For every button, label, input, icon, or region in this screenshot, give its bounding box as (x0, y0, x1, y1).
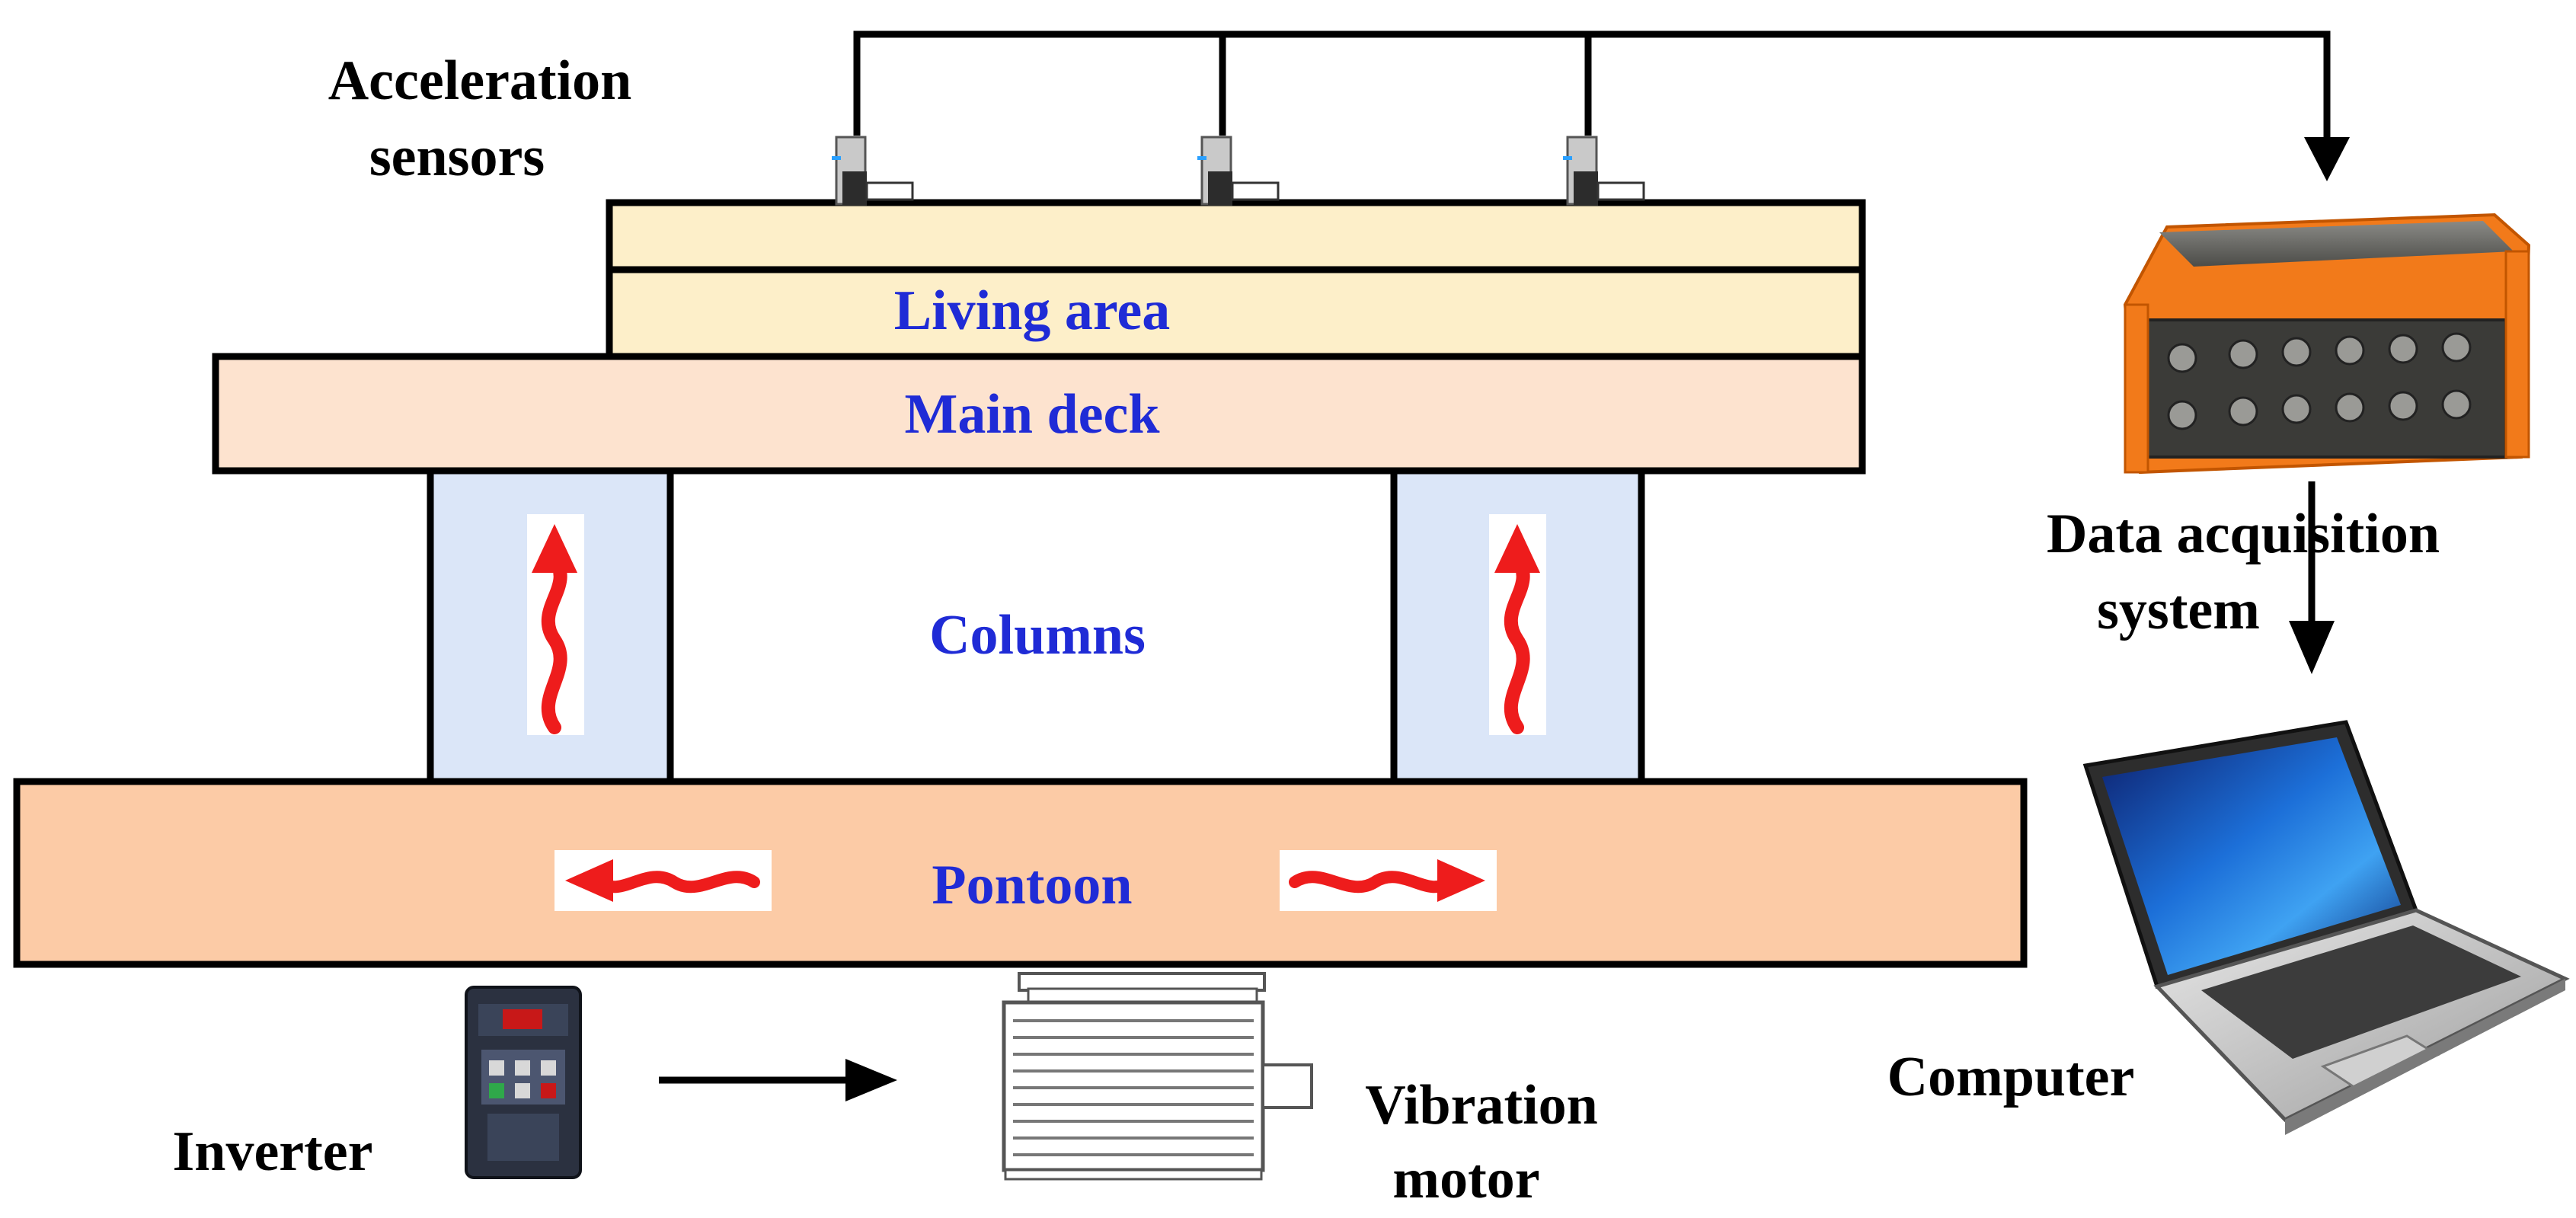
pontoon-block: Pontoon (13, 778, 2028, 968)
inverter-device-icon (465, 986, 582, 1179)
acceleration-sensors-label-line2: sensors (369, 126, 545, 188)
pontoon-right-wave-arrow-icon (1280, 850, 1497, 911)
data-acquisition-label-line2: system (2097, 579, 2260, 641)
computer-label: Computer (1887, 1046, 2135, 1108)
pontoon-label: Pontoon (932, 854, 1132, 916)
vibration-motor-icon (1002, 972, 1313, 1181)
laptop-computer-icon (2082, 720, 2570, 1135)
vibration-motor-label-line1: Vibration (1365, 1074, 1598, 1136)
inverter-label: Inverter (173, 1120, 373, 1183)
data-acquisition-label-line1: Data acquisition (2047, 503, 2440, 565)
acceleration-sensors-label-line1: Acceleration (328, 50, 632, 112)
acceleration-sensor-2 (1197, 136, 1280, 206)
arrow-to-daq-icon (2304, 137, 2350, 181)
inverter-to-motor-arrow-icon (659, 1059, 897, 1101)
columns-group: Columns (427, 467, 1645, 785)
main-deck-label: Main deck (904, 383, 1160, 446)
main-deck-block: Main deck (212, 353, 1866, 475)
data-acquisition-device-icon (2123, 213, 2531, 475)
daq-to-computer-arrow-icon (2289, 481, 2335, 674)
living-area-label: Living area (894, 280, 1170, 342)
left-column-wave-arrow-icon (527, 514, 584, 735)
acceleration-sensor-3 (1563, 136, 1645, 206)
right-column-wave-arrow-icon (1489, 514, 1546, 735)
vibration-motor-label-line2: motor (1392, 1148, 1539, 1210)
acceleration-sensor-1 (832, 136, 914, 206)
sensor-wiring (853, 30, 2350, 181)
columns-label: Columns (929, 604, 1146, 667)
living-area-block: Living area (606, 199, 1866, 360)
pontoon-left-wave-arrow-icon (555, 850, 772, 911)
